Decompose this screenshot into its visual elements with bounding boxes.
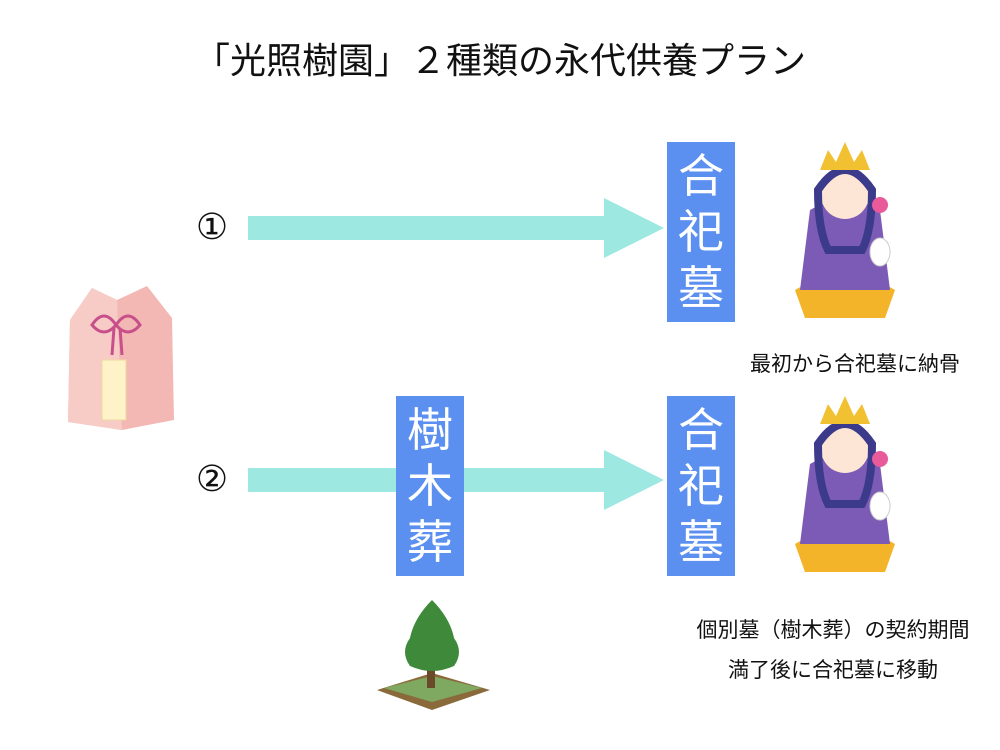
plan-2-communal-grave-box: 合 祀 墓 bbox=[667, 396, 735, 576]
plan-1-number: ① bbox=[195, 207, 229, 248]
plan-1-arrow bbox=[248, 198, 664, 258]
box-char: 樹 bbox=[407, 403, 453, 457]
page-title: 「光照樹園」２種類の永代供養プラン bbox=[193, 41, 806, 82]
plan-2-caption-line-2: 満了後に合祀墓に移動 bbox=[728, 658, 938, 682]
box-char: 合 bbox=[678, 403, 724, 457]
tree-illustration bbox=[377, 600, 490, 710]
buddha-illustration bbox=[795, 142, 895, 318]
plan-2-number: ② bbox=[195, 459, 229, 500]
box-char: 墓 bbox=[678, 515, 724, 569]
plan-1-communal-grave-box: 合 祀 墓 bbox=[667, 142, 735, 322]
box-char: 墓 bbox=[678, 261, 724, 315]
plan-2-caption-line-1: 個別墓（樹木葬）の契約期間 bbox=[696, 618, 970, 642]
urn-illustration bbox=[68, 286, 174, 430]
buddha-illustration bbox=[795, 396, 895, 572]
box-char: 合 bbox=[678, 149, 724, 203]
plan-2-tree-burial-box: 樹 木 葬 bbox=[396, 396, 464, 576]
box-char: 葬 bbox=[407, 515, 453, 569]
box-char: 祀 bbox=[678, 205, 724, 259]
plan-1-caption: 最初から合祀墓に納骨 bbox=[750, 352, 960, 376]
box-char: 祀 bbox=[678, 459, 724, 513]
box-char: 木 bbox=[407, 459, 453, 513]
